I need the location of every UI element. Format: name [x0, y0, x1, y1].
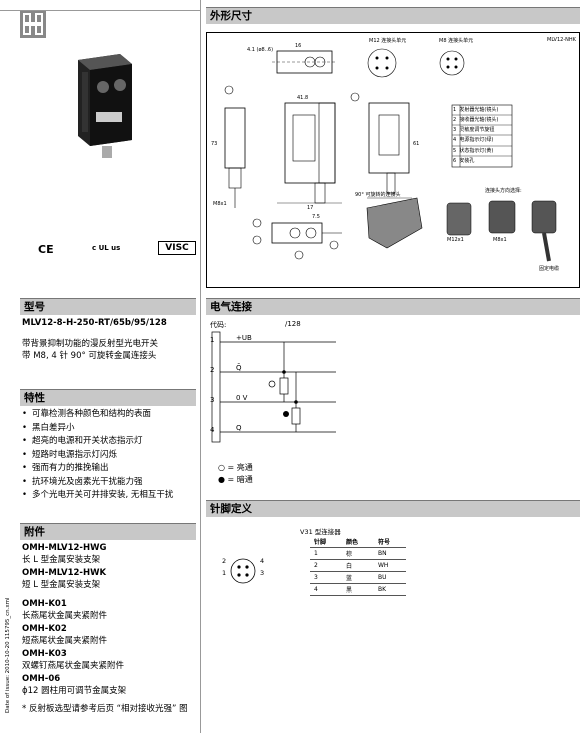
- drawing-ref: MLV12-NHK: [547, 37, 576, 43]
- dim-73: 73: [211, 141, 218, 147]
- hole-dim: 4.1 (ø8..6): [247, 47, 274, 53]
- label-m8: M8 连接头单元: [439, 38, 474, 44]
- feature-list: 可靠检测各种颜色和结构的表面 黑白差异小 超亮的电源和开关状态指示灯 短路时电源…: [22, 408, 198, 503]
- conn-m12: M12x1: [447, 237, 464, 243]
- accessory-desc: 短燕尾状金属夹紧附件: [22, 636, 108, 646]
- legend-dark: ● = 暗通: [218, 475, 253, 484]
- header-rule: [0, 10, 200, 11]
- dim-m8: M8x1: [213, 201, 227, 207]
- accessory-desc: 短 L 型金属安装支架: [22, 580, 101, 590]
- orientation-label: 连接头方向选择:: [485, 188, 522, 194]
- rotate-note: 90° 可旋转的连接头: [355, 192, 401, 198]
- dim-41: 41.8: [297, 95, 309, 101]
- product-photo: [78, 54, 132, 158]
- footnote: * 反射板选型请参考后页 “相对接收光强” 图: [22, 704, 188, 714]
- signal-label: Q̄: [236, 364, 242, 372]
- table-row: 3 蓝 BU: [310, 571, 406, 584]
- accessory-code: OMH-K03: [22, 649, 67, 659]
- list-item: 超亮的电源和开关状态指示灯: [22, 435, 198, 449]
- ce-mark: CE: [38, 243, 54, 256]
- pin-num: 3: [210, 396, 215, 404]
- pin-label: 1: [222, 569, 227, 577]
- list-item: 强而有力的推挽输出: [22, 462, 198, 476]
- accessory-desc: 长燕尾状金属夹紧附件: [22, 611, 108, 621]
- table-row: 4 黑 BK: [310, 583, 406, 596]
- legend-bright: ○ = 亮通: [218, 463, 253, 472]
- signal-label: Q: [236, 424, 242, 432]
- section-electrical: 电气连接: [206, 298, 580, 315]
- accessory-desc: 长 L 型金属安装支架: [22, 555, 101, 565]
- column-divider: [200, 0, 201, 733]
- section-dimensions: 外形尺寸: [206, 7, 580, 24]
- pin-num: 1: [210, 336, 215, 344]
- brand-logo: [20, 10, 46, 38]
- list-item: 抗环境光及卤素光干扰能力强: [22, 476, 198, 490]
- connector-face: [230, 558, 256, 584]
- section-accessories: 附件: [20, 523, 196, 540]
- drawing-svg: [224, 48, 557, 262]
- conn-cable: 固定电缆: [539, 266, 560, 272]
- table-row: 2 白 WH: [310, 559, 406, 572]
- accessory-code: OMH-MLV12-HWG: [22, 543, 107, 553]
- pin-table: 针脚 颜色 符号 1 棕 BN 2 白 WH 3 蓝 BU 4 黑 BK: [310, 536, 406, 596]
- dim-61: 61: [413, 141, 420, 147]
- table-row: 1 棕 BN: [310, 547, 406, 560]
- dim-17: 17: [307, 205, 314, 211]
- accessory-desc: ϕ12 圆柱用可调节金属支架: [22, 686, 127, 696]
- ul-mark: c UL us: [92, 244, 121, 252]
- accessory-code: OMH-K02: [22, 624, 67, 634]
- code-value: /128: [285, 320, 301, 328]
- pin-label: 2: [222, 557, 227, 565]
- signal-label: 0 V: [236, 394, 248, 402]
- list-item: 可靠检测各种颜色和结构的表面: [22, 408, 198, 422]
- section-model: 型号: [20, 298, 196, 315]
- list-item: 黑白差异小: [22, 422, 198, 436]
- accessory-code: OMH-06: [22, 674, 61, 684]
- dimension-drawing: 4.1 (ø8..6) 16 41.8 73 61 17 7.5 M8x1 M1…: [206, 32, 580, 288]
- connector-title: V31 型连接器: [300, 528, 341, 536]
- pin-label: 4: [260, 557, 265, 565]
- conn-m8: M8x1: [493, 237, 507, 243]
- issue-date: Date of issue: 2010-10-20 115795_cn.xml: [5, 597, 11, 713]
- accessory-code: OMH-MLV12-HWK: [22, 568, 107, 578]
- wiring-diagram: [211, 331, 336, 443]
- code-label: 代码:: [210, 321, 227, 329]
- dim-16: 16: [295, 43, 302, 49]
- list-item: 多个光电开关可并排安装, 无相互干扰: [22, 489, 192, 503]
- model-description: 带背景抑制功能的漫反射型光电开关 带 M8, 4 针 90° 可旋转金属连接头: [22, 339, 159, 361]
- accessory-list: OMH-MLV12-HWG 长 L 型金属安装支架 OMH-MLV12-HWK …: [22, 543, 198, 715]
- pin-num: 4: [210, 426, 215, 434]
- accessory-code: OMH-K01: [22, 599, 67, 609]
- accessory-desc: 双螺钉燕尾状金属夹紧附件: [22, 661, 125, 671]
- section-features: 特性: [20, 389, 196, 406]
- pin-num: 2: [210, 366, 215, 374]
- pin-label: 3: [260, 569, 265, 577]
- model-code: MLV12-8-H-250-RT/65b/95/128: [22, 318, 167, 328]
- visc-mark: VISC: [158, 241, 196, 255]
- table-header: 针脚 颜色 符号: [310, 536, 406, 548]
- dim-75: 7.5: [312, 214, 320, 220]
- drawing-legend: 1 发射器光轴(镜头) 2 接收器光轴(镜头) 3 灵敏度调节旋钮 4 电源指示…: [453, 107, 499, 164]
- list-item: 短路时电源指示灯闪烁: [22, 449, 198, 463]
- section-pinout: 针脚定义: [206, 500, 580, 517]
- signal-label: +UB: [236, 334, 252, 342]
- label-m12: M12 连接头单元: [369, 38, 407, 44]
